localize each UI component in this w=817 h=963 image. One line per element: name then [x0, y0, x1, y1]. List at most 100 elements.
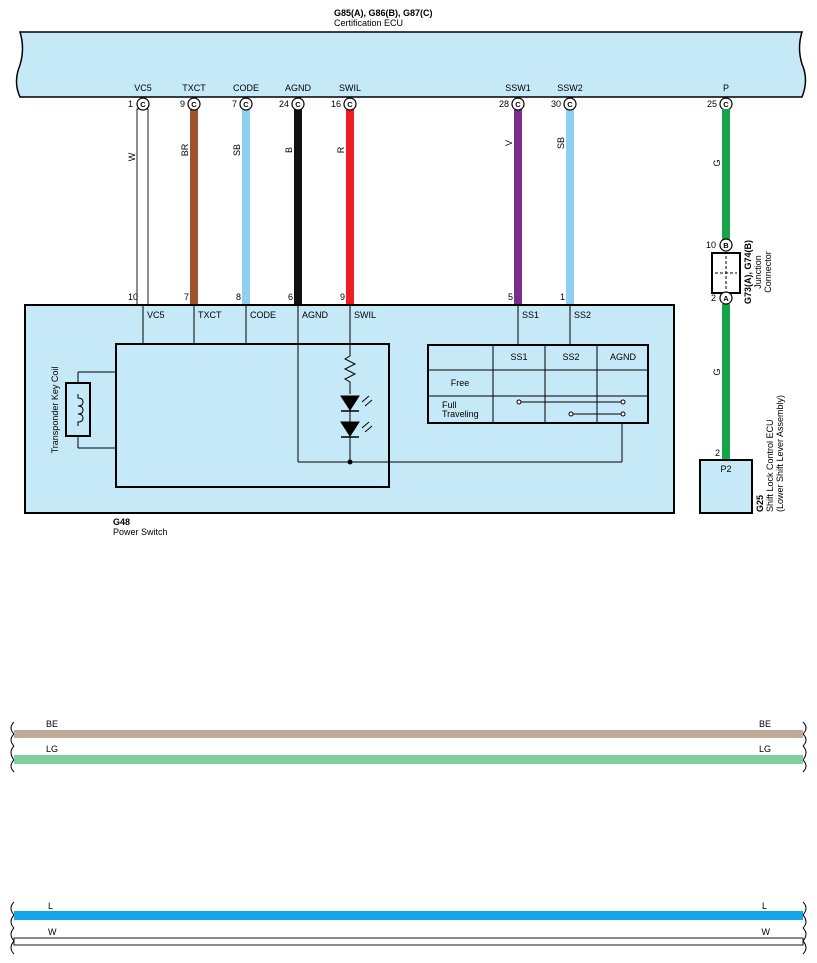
shift-ecu-body — [699, 459, 753, 514]
bus-line-w — [10, 927, 807, 955]
table-header-agnd: AGND — [610, 352, 637, 362]
wire-code-w: W — [127, 152, 137, 161]
bus-w-label-right: W — [762, 927, 771, 937]
wire-p-upper — [722, 109, 730, 240]
ps-label-swil: SWIL — [354, 310, 376, 320]
ps-label-agnd: AGND — [302, 310, 329, 320]
pin-num-ssw2: 30 — [551, 99, 561, 109]
ps-label-ss1: SS1 — [522, 310, 539, 320]
table-header-ss2: SS2 — [562, 352, 579, 362]
wire-code-r: R — [336, 146, 346, 153]
cert-ecu-code: G85(A), G86(B), G87(C) — [334, 8, 433, 18]
bus-l-label-right: L — [762, 901, 767, 911]
ps-inner-module — [115, 343, 390, 488]
wire-p-lower — [722, 304, 730, 460]
power-switch-name: Power Switch — [113, 527, 168, 537]
junction-top-conn: B — [723, 241, 729, 250]
pin-num-vc5: 1 — [128, 99, 133, 109]
junction-name-2: Connector — [763, 251, 773, 293]
bus-line-be — [10, 721, 807, 747]
pin-num-agnd: 24 — [279, 99, 289, 109]
pin-num-txct: 9 — [180, 99, 185, 109]
wire-ssw2 — [566, 109, 574, 305]
pin-label-txct: TXCT — [182, 83, 206, 93]
wire-code-sb2: SB — [556, 137, 566, 149]
junction-bottom-conn: A — [723, 294, 729, 303]
pin-num-swil: 16 — [331, 99, 341, 109]
pin-label-swil: SWIL — [339, 83, 361, 93]
switch-state-table — [427, 344, 649, 424]
shift-ecu-pin-num: 2 — [715, 448, 720, 458]
table-header-ss1: SS1 — [510, 352, 527, 362]
bus-line-l — [10, 901, 807, 929]
pin-num-code: 7 — [232, 99, 237, 109]
ps-pin-num-vc5: 10 — [128, 292, 138, 302]
table-row-full: Full — [442, 400, 457, 410]
pin-label-vc5: VC5 — [134, 83, 152, 93]
power-switch-code: G48 — [113, 517, 130, 527]
pin-label-p: P — [723, 83, 729, 93]
svg-text:C: C — [295, 100, 301, 109]
wire-code-v: V — [504, 140, 514, 146]
transponder-coil-icon — [65, 371, 116, 449]
ps-pin-num-swil: 9 — [340, 292, 345, 302]
svg-text:C: C — [723, 100, 729, 109]
wire-ssw1 — [514, 109, 522, 305]
connector-c-marker — [136, 97, 733, 111]
wire-code — [242, 109, 250, 305]
transponder-coil-label: Transponder Key Coil — [50, 367, 60, 454]
indicator-led-icon — [340, 352, 373, 462]
cert-ecu-name: Certification ECU — [334, 18, 403, 28]
svg-text:C: C — [140, 100, 146, 109]
junction-code: G73(A), G74(B) — [743, 240, 753, 304]
ps-pin-num-txct: 7 — [184, 292, 189, 302]
bus-l-label-left: L — [48, 901, 53, 911]
wire-code-g-upper: G — [712, 159, 722, 166]
bus-lg-label-right: LG — [759, 744, 771, 754]
wire-txct — [190, 109, 198, 305]
ps-label-code: CODE — [250, 310, 276, 320]
bus-line-lg — [10, 745, 807, 773]
ps-pin-num-agnd: 6 — [288, 292, 293, 302]
shift-ecu-name-2: (Lower Shift Lever Assembly) — [775, 395, 785, 512]
agnd-internal-line — [298, 423, 623, 465]
shift-ecu-pin-label: P2 — [720, 464, 731, 474]
svg-text:C: C — [191, 100, 197, 109]
wire-agnd — [294, 109, 302, 305]
bus-lg-label-left: LG — [46, 744, 58, 754]
svg-text:C: C — [515, 100, 521, 109]
wire-code-b: B — [284, 147, 294, 153]
junction-bottom-pin: 2 — [711, 293, 716, 303]
cert-ecu-body — [15, 31, 807, 98]
pin-num-p: 25 — [707, 99, 717, 109]
junction-top-pin: 10 — [706, 240, 716, 250]
shift-ecu-name-1: Shift Lock Control ECU — [765, 419, 775, 512]
ps-pin-num-ss2: 1 — [560, 292, 565, 302]
pin-label-agnd: AGND — [285, 83, 312, 93]
wire-code-sb: SB — [232, 144, 242, 156]
pin-label-ssw1: SSW1 — [505, 83, 531, 93]
ps-internal-pin-lines — [142, 306, 571, 462]
shift-ecu-code: G25 — [755, 495, 765, 512]
ps-pin-num-code: 8 — [236, 292, 241, 302]
ps-pin-num-ss1: 5 — [508, 292, 513, 302]
wire-swil — [346, 109, 354, 305]
pin-label-ssw2: SSW2 — [557, 83, 583, 93]
bus-w-label-left: W — [48, 927, 57, 937]
junction-connector-icon — [711, 238, 741, 305]
connector-c-letters: C C C C C C C C — [140, 100, 729, 109]
table-row-free: Free — [451, 378, 470, 388]
svg-text:C: C — [347, 100, 353, 109]
bus-be-label-right: BE — [759, 719, 771, 729]
bus-be-label-left: BE — [46, 719, 58, 729]
svg-text:C: C — [567, 100, 573, 109]
junction-name-1: Junction — [753, 255, 763, 289]
table-row-traveling: Traveling — [442, 409, 479, 419]
ps-label-ss2: SS2 — [574, 310, 591, 320]
wire-code-br: BR — [180, 143, 190, 156]
ps-label-vc5: VC5 — [147, 310, 165, 320]
svg-text:C: C — [243, 100, 249, 109]
wire-code-g-lower: G — [712, 368, 722, 375]
pin-num-ssw1: 28 — [499, 99, 509, 109]
